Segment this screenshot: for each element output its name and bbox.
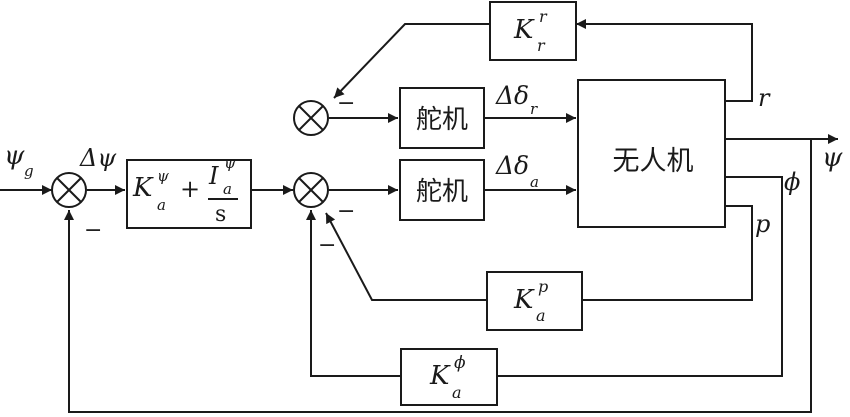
wire-p-to-kp: [582, 205, 753, 301]
uav-label: 无人机: [613, 146, 694, 177]
kphi-base: K: [429, 361, 451, 391]
psi-g-label: ψ: [4, 141, 25, 171]
r-signal-label: r: [758, 84, 771, 112]
kp-base: K: [513, 285, 535, 315]
servo-aileron-block: 舵机: [399, 159, 485, 221]
minus-sign-rudder: −: [337, 91, 355, 116]
wire-kphi-to-sum2: [306, 210, 401, 377]
pi-controller-block: K ψ a + I ψ a s: [126, 154, 252, 229]
gain-kphi-block: K ϕ a: [400, 348, 498, 406]
minus-sign-p: −: [337, 199, 355, 224]
delta-r-label: Δδ: [495, 81, 529, 110]
pi-k-sup: ψ: [157, 167, 169, 185]
summing-junction-2: [293, 172, 329, 208]
pi-i-sub: a: [223, 180, 232, 198]
servo-rudder-label: 舵机: [416, 105, 468, 135]
pi-k-base: K: [132, 173, 154, 203]
wire-r-to-kr: [576, 19, 753, 102]
pi-plus: +: [180, 175, 200, 203]
kr-base: K: [513, 15, 535, 45]
wire-phi-to-kphi: [497, 176, 783, 377]
wire-psi-feedback: [64, 139, 812, 413]
kr-sup: r: [539, 7, 548, 26]
delta-a-label: Δδ: [495, 151, 529, 180]
phi-signal-label: ϕ: [784, 168, 800, 196]
minus-sign-phi: −: [318, 233, 336, 258]
psi-g-sub: g: [24, 162, 34, 180]
p-signal-label: p: [755, 210, 770, 238]
delta-a-sub: a: [530, 173, 539, 191]
summing-junction-1: [51, 172, 87, 208]
gain-kp-block: K p a: [486, 271, 583, 331]
wire-kp-to-sum2: [325, 212, 487, 301]
kp-sub: a: [536, 306, 546, 325]
gain-kr-block: K r r: [489, 1, 577, 61]
pi-i-base: I: [208, 162, 219, 190]
kr-sub: r: [537, 36, 546, 55]
psi-output-label: ψ: [822, 143, 843, 173]
pi-denominator: s: [215, 202, 226, 227]
servo-rudder-block: 舵机: [399, 87, 485, 149]
kp-sup: p: [538, 277, 548, 296]
kphi-sub: a: [452, 383, 462, 402]
delta-psi-label: Δψ: [79, 144, 117, 172]
delta-r-sub: r: [530, 100, 538, 118]
pi-i-sup: ψ: [224, 154, 236, 172]
wire-kr-to-sum3: [333, 23, 490, 99]
minus-sign-psi: −: [84, 218, 102, 243]
kphi-sup: ϕ: [454, 353, 466, 373]
summing-junction-3: [293, 100, 329, 136]
servo-aileron-label: 舵机: [416, 177, 468, 207]
pi-k-sub: a: [157, 196, 166, 214]
uav-block: 无人机: [577, 79, 726, 228]
